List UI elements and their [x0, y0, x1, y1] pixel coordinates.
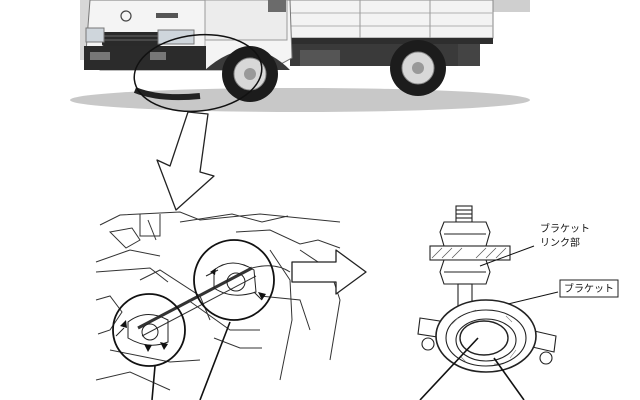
- label-bracket-box: [559, 279, 619, 298]
- rear-wheel: [390, 40, 446, 96]
- zoom-arrow-right: [291, 249, 367, 295]
- bolt-arrows: [120, 268, 266, 352]
- leader-bottom-right-1: [419, 337, 479, 400]
- front-wheel: [222, 46, 278, 102]
- leader-bracket-link: [479, 245, 535, 267]
- leader-bracket: [507, 291, 559, 305]
- leader-bottom-right-2: [493, 357, 525, 400]
- leader-line-left-2: [199, 321, 231, 400]
- truck-photo: [70, 0, 550, 118]
- leader-line-left-1: [151, 365, 156, 400]
- bracket-cutaway: [417, 205, 557, 373]
- highlight-ellipse: [133, 33, 263, 113]
- zoom-arrow-down: [156, 111, 215, 211]
- cargo-bed: [287, 0, 494, 66]
- bracket-detail-upper: [205, 262, 263, 301]
- detail-circle-lower: [112, 293, 186, 367]
- label-bracket-link-line2: リンク部: [540, 236, 580, 249]
- detail-drawing-left: [95, 211, 341, 391]
- bracket-detail-lower: [115, 314, 169, 346]
- label-bracket-link-line1: ブラケット: [540, 222, 590, 235]
- detail-circle-upper: [193, 239, 275, 321]
- label-bracket: ブラケット: [564, 282, 614, 295]
